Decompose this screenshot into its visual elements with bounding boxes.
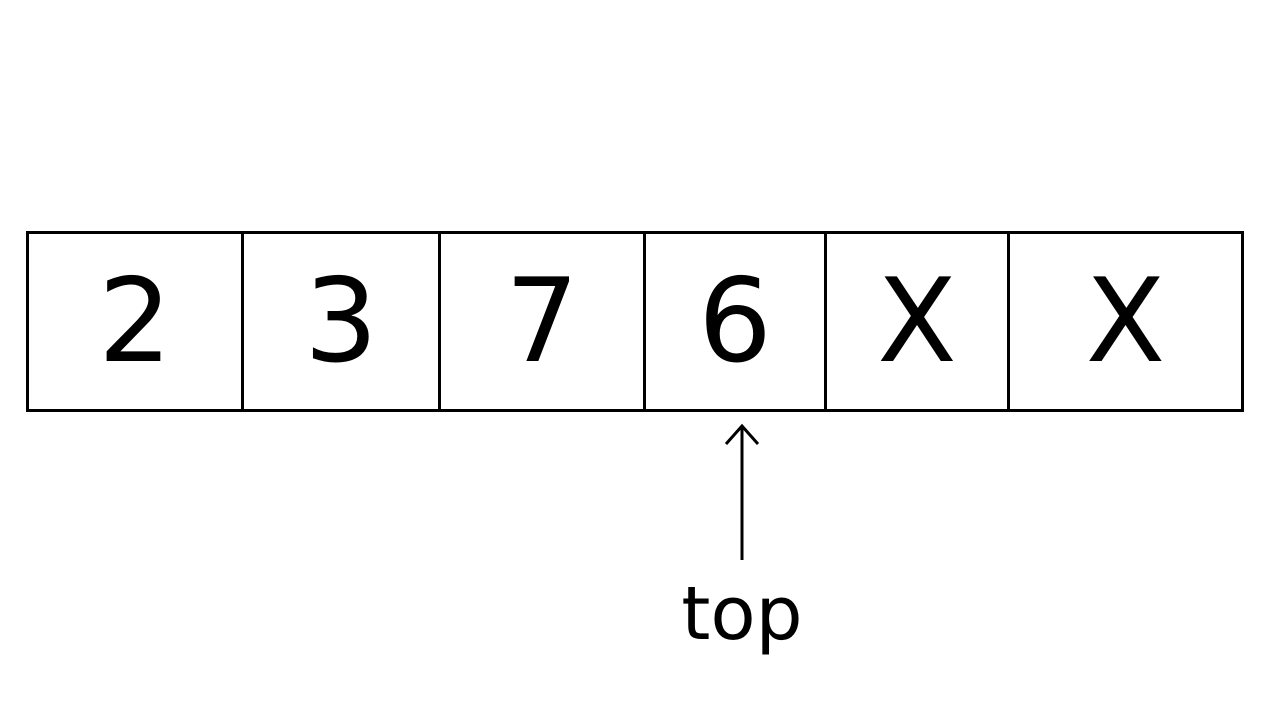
array-cell-1: 3 xyxy=(244,234,441,409)
array-cell-5: X xyxy=(1010,234,1241,409)
up-arrow-icon xyxy=(724,423,760,560)
array-cell-0: 2 xyxy=(29,234,244,409)
cell-value: 2 xyxy=(98,254,172,389)
cell-value: 6 xyxy=(698,254,772,389)
cell-value: 7 xyxy=(505,254,579,389)
cell-value: X xyxy=(1085,254,1166,389)
cell-value: 3 xyxy=(304,254,378,389)
array-cell-2: 7 xyxy=(441,234,646,409)
top-pointer-label: top xyxy=(681,571,803,657)
array-cell-3: 6 xyxy=(646,234,827,409)
array-cell-4: X xyxy=(827,234,1010,409)
stack-array: 2 3 7 6 X X xyxy=(26,231,1244,412)
cell-value: X xyxy=(877,254,957,389)
